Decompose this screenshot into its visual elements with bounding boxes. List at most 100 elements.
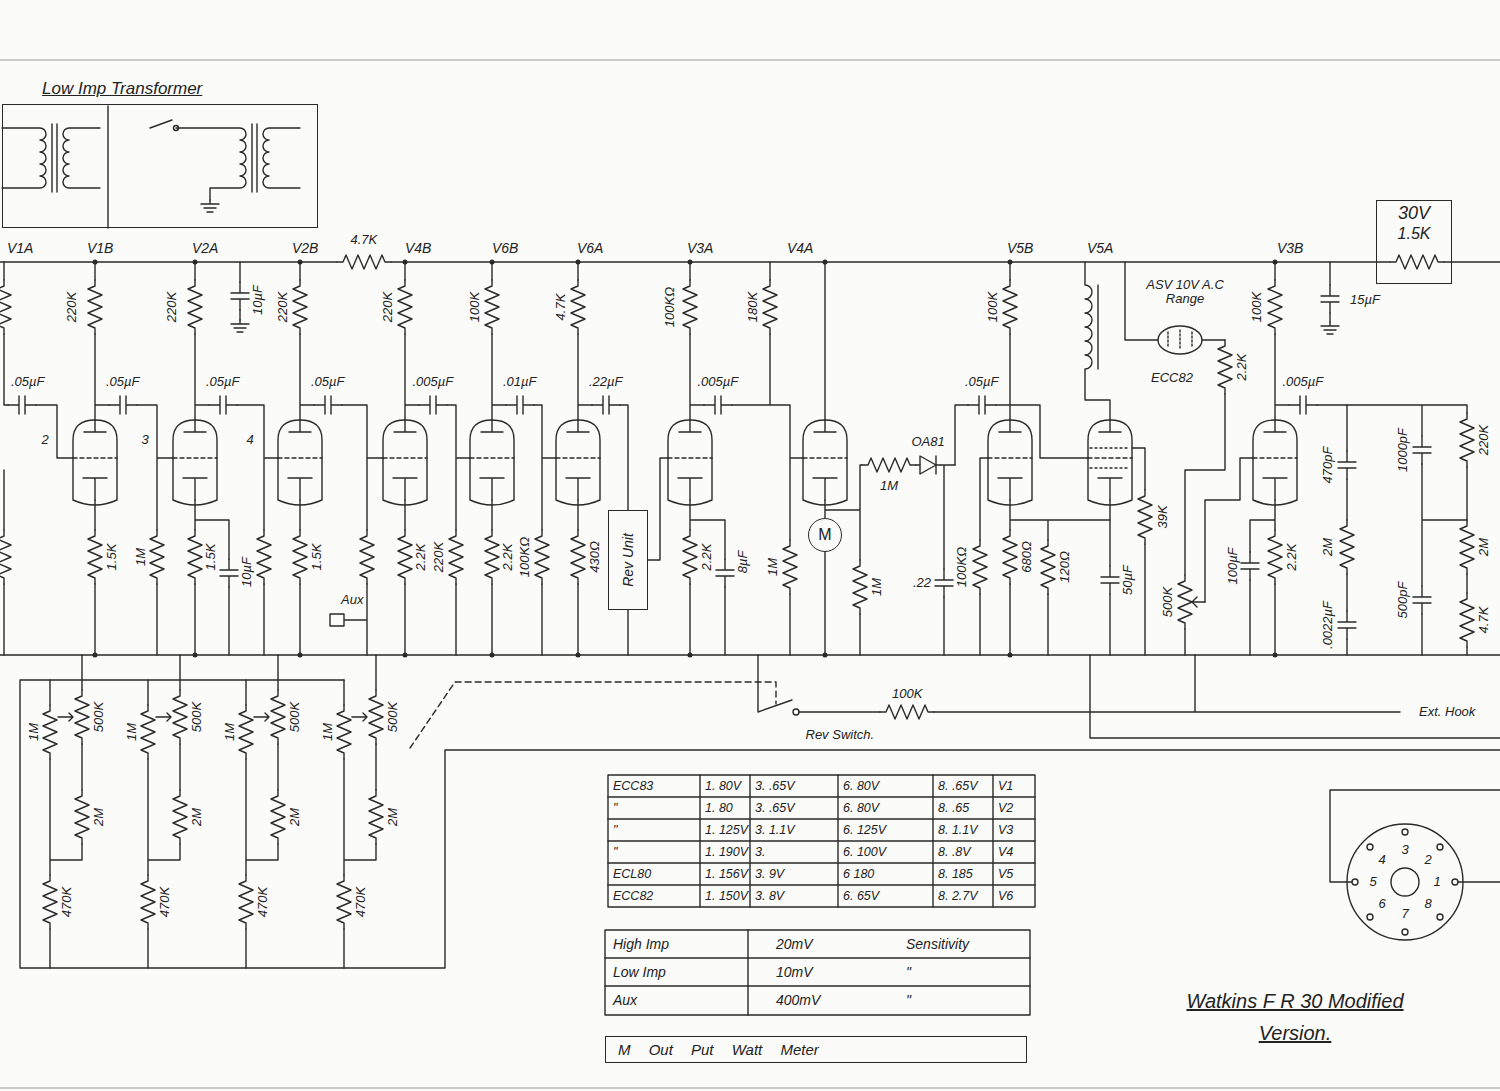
component-value: 1M — [870, 577, 884, 597]
wiring — [419, 396, 447, 414]
wiring — [195, 262, 278, 655]
junction-dots — [1008, 260, 1013, 265]
pin-number: 8 — [1424, 897, 1433, 911]
wiring — [973, 540, 987, 594]
wiring — [470, 420, 514, 505]
table-cell: Aux — [612, 993, 638, 1007]
component-value: 220K — [165, 291, 179, 323]
wiring — [1178, 575, 1192, 629]
wiring — [605, 930, 1030, 1015]
wiring — [716, 559, 734, 587]
wiring — [88, 530, 102, 584]
table-cell: 3. 9V — [754, 867, 785, 881]
wiring — [1321, 285, 1339, 313]
table-cell: " — [612, 801, 618, 815]
component-value: 4.7K — [554, 293, 568, 322]
wiring — [209, 396, 237, 414]
reverb-unit-box: Rev Unit — [608, 510, 648, 610]
table-cell: V1 — [997, 779, 1014, 793]
table-cell: 6. 125V — [842, 823, 887, 837]
wiring — [783, 540, 797, 594]
wiring — [410, 682, 776, 748]
wiring — [988, 420, 1032, 505]
table-cell: " — [612, 845, 618, 859]
component-value: .05µF — [310, 375, 346, 389]
component-value: .05µF — [10, 375, 46, 389]
tube-label: V4A — [786, 241, 814, 255]
wiring — [1391, 868, 1419, 896]
wiring — [704, 396, 732, 414]
junction-dots — [823, 653, 828, 658]
table-cell: " — [905, 965, 912, 979]
wiring — [1437, 844, 1443, 850]
component-value: 470K — [158, 886, 172, 918]
wiring — [271, 790, 285, 844]
table-cell: V5 — [997, 867, 1014, 881]
wiring — [337, 255, 391, 269]
node-text: M — [818, 526, 831, 544]
wiring — [506, 396, 534, 414]
table-cell: 8. .65 — [937, 801, 970, 815]
component-value: 2M — [190, 807, 204, 827]
pin-number: 1 — [1433, 875, 1442, 889]
transformer-frame — [2, 104, 318, 228]
paper-edge — [0, 60, 1500, 1088]
component-value: 470K — [60, 886, 74, 918]
junction-dots — [193, 653, 198, 658]
component-value: 1M — [125, 722, 139, 742]
wiring — [88, 280, 102, 334]
wiring — [968, 396, 996, 414]
wiring — [1168, 330, 1192, 350]
wiring — [383, 420, 427, 505]
wiring — [0, 280, 11, 334]
wiring — [1268, 530, 1282, 584]
wiring — [239, 705, 253, 759]
wiring — [0, 106, 1500, 1015]
wiring — [150, 120, 300, 200]
wiring — [4, 262, 73, 655]
wiring — [173, 690, 187, 744]
table-cell: 8. 2.7V — [937, 889, 979, 903]
caption: Watkins F R 30 Modified Version. — [1160, 985, 1430, 1049]
wiring — [1390, 255, 1444, 269]
wiring — [95, 262, 173, 655]
table-cell: V6 — [997, 889, 1014, 903]
component-value: .01µF — [502, 375, 538, 389]
wiring — [1241, 552, 1259, 580]
component-value: 2M — [1477, 537, 1491, 557]
wiring — [485, 280, 499, 334]
wiring — [109, 396, 137, 414]
wiring — [1437, 914, 1443, 920]
component-value: 220K — [276, 291, 290, 323]
tube-label: V1A — [6, 241, 34, 255]
wiring — [1347, 824, 1463, 940]
component-value: 100K — [468, 291, 482, 323]
component-value: 1.5K — [310, 543, 324, 572]
wiring — [369, 690, 383, 744]
wiring — [920, 456, 936, 474]
wiring — [1452, 879, 1458, 885]
component-value: 470K — [354, 886, 368, 918]
table-cell: Low Imp — [612, 965, 667, 979]
wiring — [449, 530, 463, 584]
wiring — [188, 280, 202, 334]
junction-dots — [193, 260, 198, 265]
wiring — [141, 705, 155, 759]
component-value: 1M — [223, 722, 237, 742]
junction-dots — [403, 653, 408, 658]
component-value: 2.2K — [700, 543, 714, 572]
component-value: 1000pF — [1396, 427, 1410, 473]
wiring — [608, 775, 1035, 907]
junction-dots — [688, 260, 693, 265]
wiring — [1218, 340, 1232, 394]
switch-label: Ext. Hook — [1418, 705, 1476, 719]
component-value: 2M — [288, 807, 302, 827]
wiring — [1003, 530, 1017, 584]
wiring — [668, 420, 712, 505]
table-cell: 8. .8V — [937, 845, 972, 859]
wiring — [853, 560, 867, 614]
wiring — [1205, 262, 1347, 655]
wiring — [571, 280, 585, 334]
